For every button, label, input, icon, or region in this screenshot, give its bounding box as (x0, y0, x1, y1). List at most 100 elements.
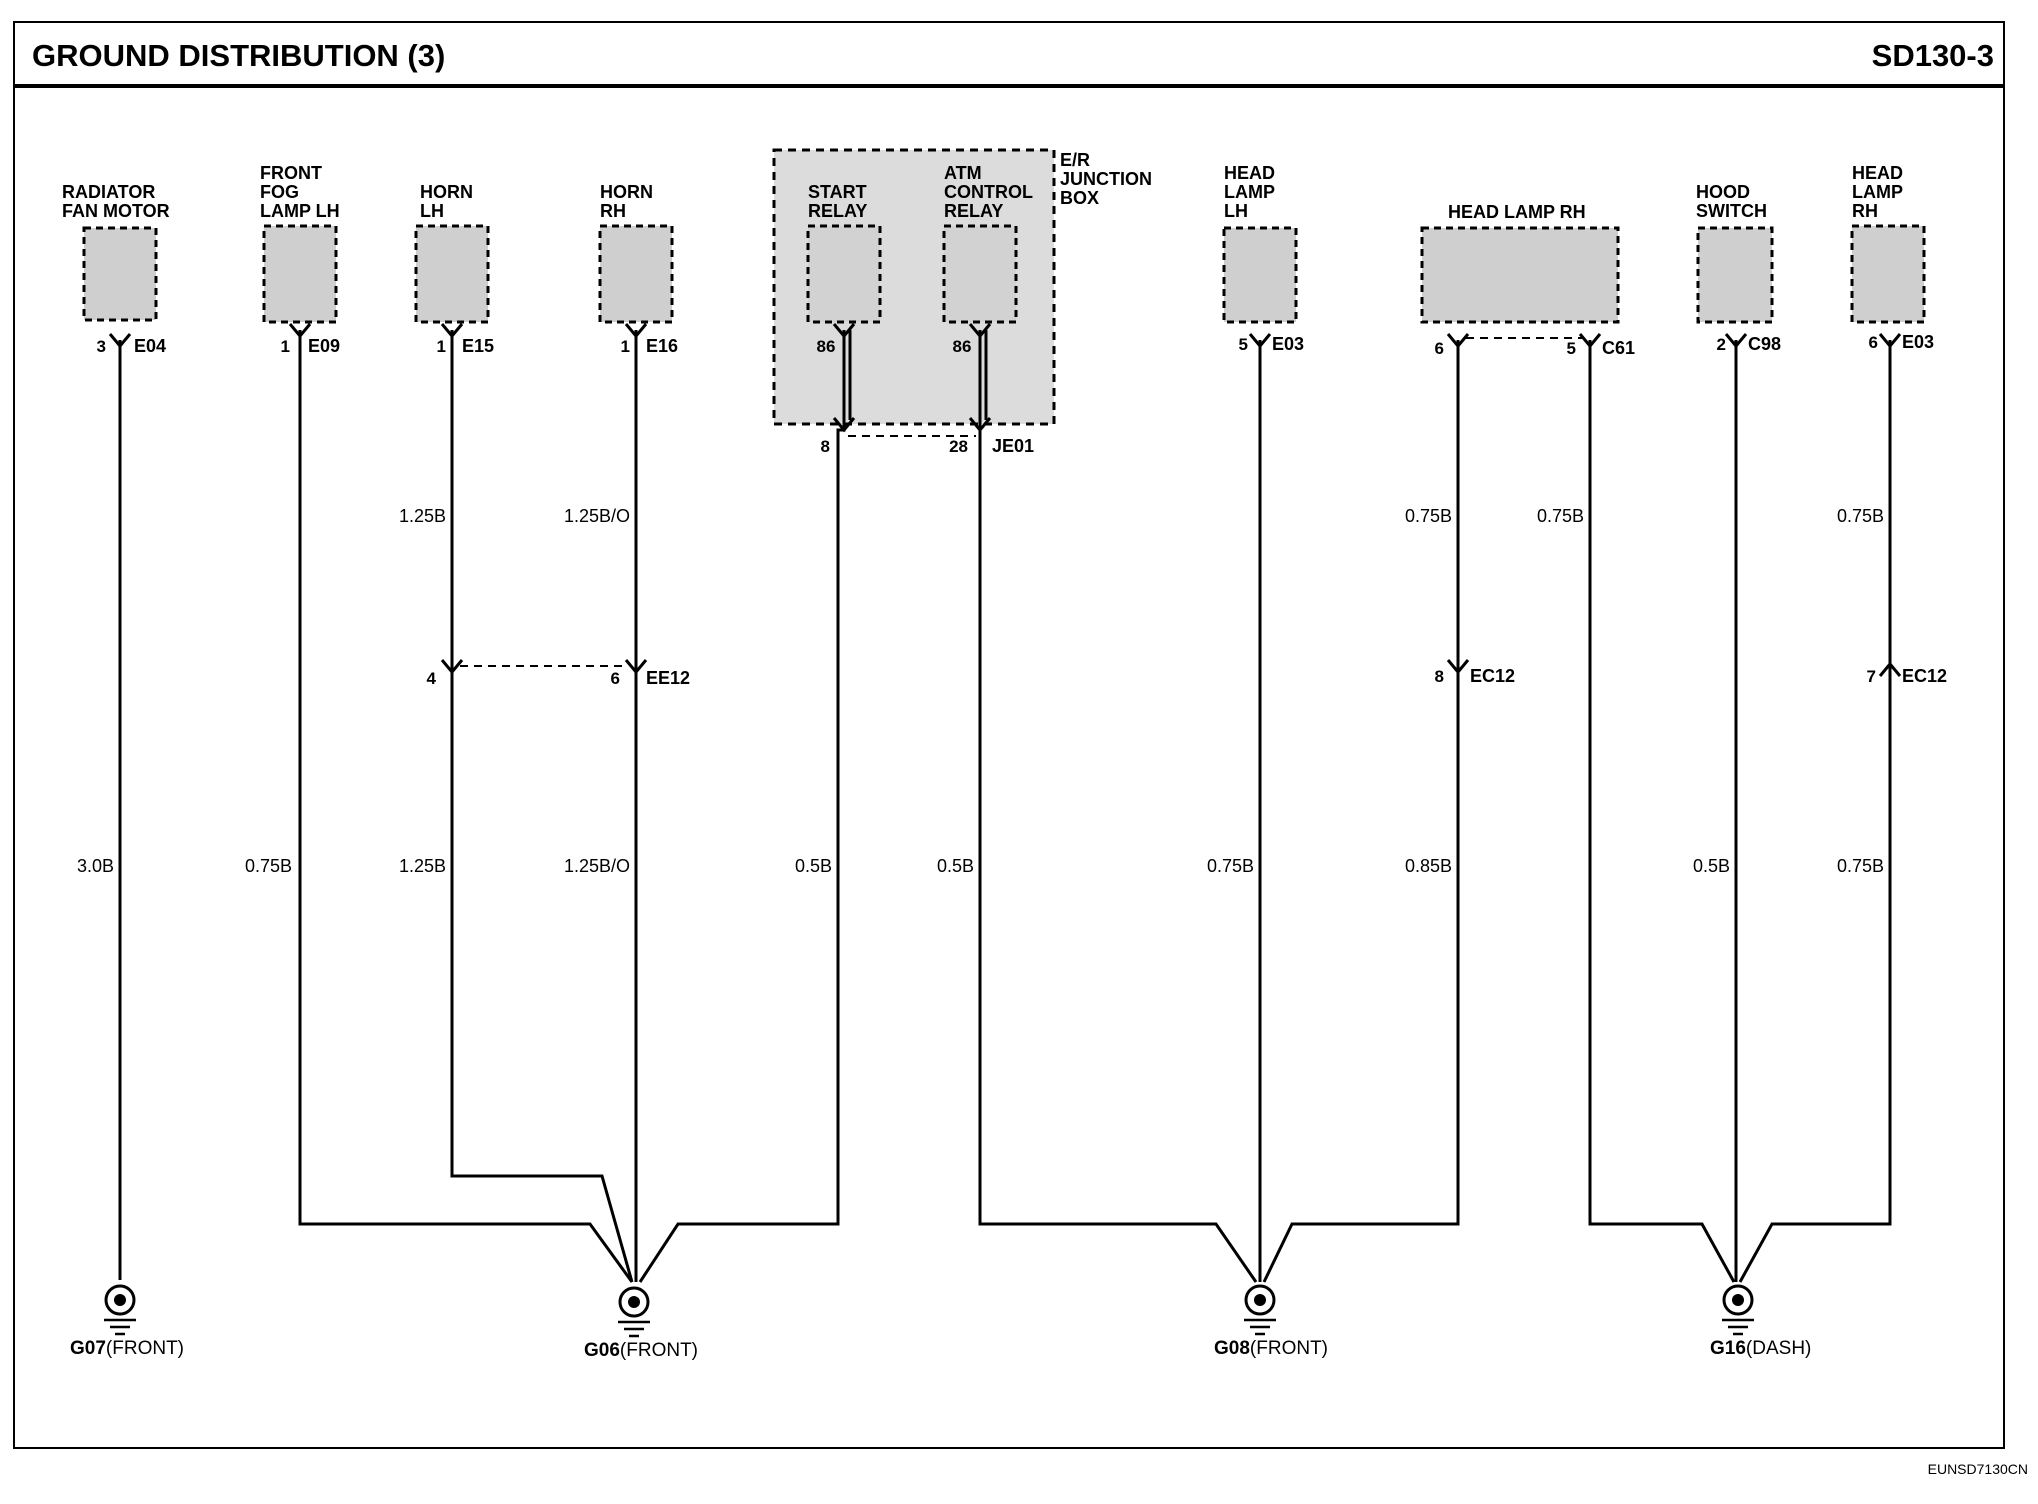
conn-hood-switch: C98 (1748, 334, 1781, 354)
junction-box-label-2: JUNCTION (1060, 169, 1152, 189)
diagram-frame (13, 21, 2005, 1449)
head-lamp-rh-2-label-3: RH (1852, 201, 1878, 221)
pin-head-lamp-rh-5: 5 (1567, 339, 1576, 358)
head-lamp-lh-box (1222, 226, 1298, 324)
reference-code: EUNSD7130CN (1928, 1461, 2028, 1477)
chevron-je01-8 (832, 417, 856, 433)
pin-ee12-6: 6 (611, 669, 620, 688)
wire-group (118, 330, 1892, 1283)
conn-head-lamp-rh-2: E03 (1902, 332, 1934, 352)
ground-g08-icon (1244, 1284, 1276, 1336)
horn-lh-label-1: HORN (420, 182, 473, 202)
pin-horn-rh: 1 (621, 337, 630, 356)
chevron-atm-relay-86 (968, 323, 992, 339)
wire-radiator-gauge: 3.0B (77, 856, 114, 876)
pin-head-lamp-rh-6: 6 (1435, 339, 1444, 358)
pin-hood-switch: 2 (1717, 335, 1726, 354)
pin-fog-lamp: 1 (281, 337, 290, 356)
head-lamp-lh-label-2: LAMP (1224, 182, 1275, 202)
ground-g06-icon (618, 1286, 650, 1338)
pin-head-lamp-rh-2: 6 (1869, 333, 1878, 352)
head-lamp-lh-label-1: HEAD (1224, 163, 1275, 183)
connector-chevrons (108, 323, 1902, 677)
wire-head-lamp-rh-a-lower: 0.85B (1405, 856, 1452, 876)
start-relay-label-1: START (808, 182, 867, 202)
hood-switch-box (1696, 226, 1774, 324)
head-lamp-rh-2-label-2: LAMP (1852, 182, 1903, 202)
front-fog-lamp-lh-box (262, 224, 338, 324)
start-relay-box (806, 224, 882, 324)
pin-radiator: 3 (97, 337, 106, 356)
chevron-ee12-6 (624, 659, 648, 675)
fog-lamp-label-2: FOG (260, 182, 299, 202)
chevron-ec12-7 (1878, 661, 1902, 677)
conn-ee12: EE12 (646, 668, 690, 688)
wire-fog-lamp-gauge: 0.75B (245, 856, 292, 876)
junction-box-label-1: E/R (1060, 150, 1090, 170)
pin-horn-lh: 1 (437, 337, 446, 356)
pin-head-lamp-lh: 5 (1239, 335, 1248, 354)
pin-je01-28: 28 (949, 437, 968, 456)
page-code: SD130-3 (1872, 38, 1994, 73)
wire-atm-relay-gauge: 0.5B (937, 856, 974, 876)
page-title: GROUND DISTRIBUTION (3) (32, 38, 445, 73)
head-lamp-lh-label-3: LH (1224, 201, 1248, 221)
pin-je01-8: 8 (821, 437, 830, 456)
wire-start-relay (638, 330, 846, 1283)
chevron-e03-lh (1248, 333, 1272, 349)
conn-radiator: E04 (134, 336, 166, 356)
atm-control-relay-box (942, 224, 1018, 324)
wire-atm-relay (978, 330, 1258, 1283)
radiator-fan-motor-label-1: RADIATOR (62, 182, 155, 202)
chevron-ec12-8 (1446, 659, 1470, 675)
atm-relay-label-2: CONTROL (944, 182, 1033, 202)
head-lamp-rh-box (1420, 226, 1620, 324)
ground-g16-label: G16(DASH) (1710, 1338, 1811, 1359)
chevron-start-relay-86 (832, 323, 856, 339)
wire-head-lamp-rh-b: 0.75B (1537, 506, 1584, 526)
wire-head-lamp-rh-2-upper: 0.75B (1837, 506, 1884, 526)
head-lamp-rh-2-label-1: HEAD (1852, 163, 1903, 183)
head-lamp-rh-2-box (1850, 224, 1926, 324)
atm-relay-label-3: RELAY (944, 201, 1003, 221)
wire-fog-lamp-lh (298, 330, 634, 1283)
hood-switch-label-1: HOOD (1696, 182, 1750, 202)
ground-g07-label: G07(FRONT) (70, 1338, 184, 1359)
ground-g06-label: G06(FRONT) (584, 1340, 698, 1361)
horn-rh-label-2: RH (600, 201, 626, 221)
horn-rh-box (598, 224, 674, 324)
radiator-fan-motor-box (82, 226, 158, 322)
junction-box-label-3: BOX (1060, 188, 1099, 208)
wire-horn-lh (450, 330, 634, 1283)
chevron-head-lamp-rh-6 (1446, 333, 1470, 349)
head-lamp-rh-label: HEAD LAMP RH (1448, 202, 1586, 222)
pin-ec12-7: 7 (1867, 667, 1876, 686)
wire-head-lamp-rh-a-upper: 0.75B (1405, 506, 1452, 526)
horn-lh-label-2: LH (420, 201, 444, 221)
wire-horn-rh-lower: 1.25B/O (564, 856, 630, 876)
conn-horn-rh: E16 (646, 336, 678, 356)
conn-ec12-b: EC12 (1902, 666, 1947, 686)
chevron-e15 (440, 323, 464, 339)
wire-horn-lh-upper: 1.25B (399, 506, 446, 526)
wire-head-lamp-rh-2 (1738, 340, 1892, 1283)
chevron-e09 (288, 323, 312, 339)
wire-head-lamp-rh-b (1588, 340, 1736, 1283)
chevron-ee12-4 (440, 659, 464, 675)
chevron-e04 (108, 333, 132, 349)
wire-horn-lh-lower: 1.25B (399, 856, 446, 876)
pin-ec12-8: 8 (1435, 667, 1444, 686)
chevron-e03-rh (1878, 333, 1902, 349)
horn-rh-label-1: HORN (600, 182, 653, 202)
conn-c61: C61 (1602, 338, 1635, 358)
pin-atm-relay-86: 86 (953, 337, 972, 356)
wire-head-lamp-lh-gauge: 0.75B (1207, 856, 1254, 876)
pin-ee12-4: 4 (427, 669, 437, 688)
conn-fog-lamp: E09 (308, 336, 340, 356)
wire-start-relay-gauge: 0.5B (795, 856, 832, 876)
wire-hood-switch-gauge: 0.5B (1693, 856, 1730, 876)
conn-head-lamp-lh: E03 (1272, 334, 1304, 354)
atm-relay-label-1: ATM (944, 163, 982, 183)
wire-horn-rh-upper: 1.25B/O (564, 506, 630, 526)
